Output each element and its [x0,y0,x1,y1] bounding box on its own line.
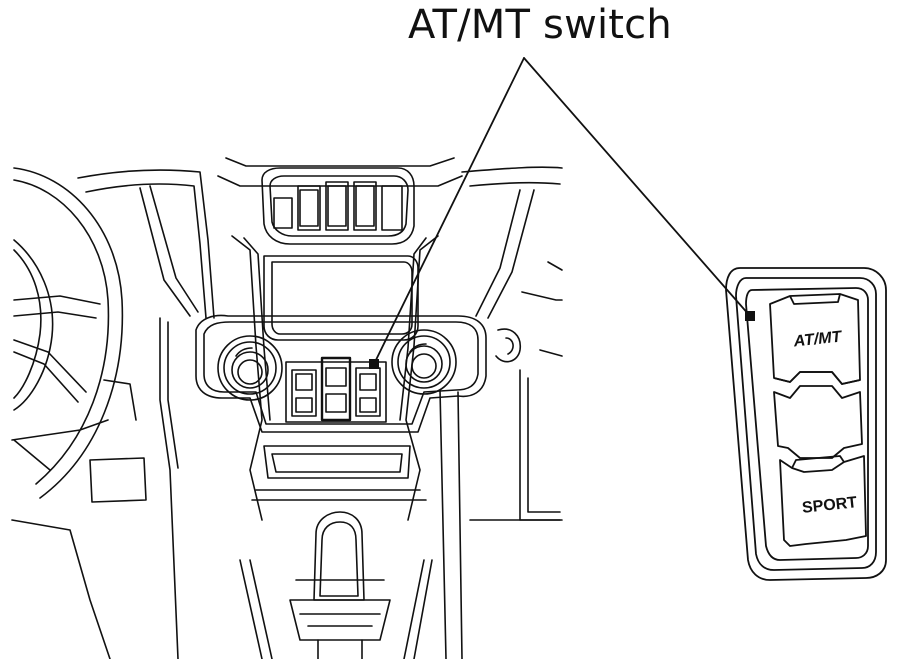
switch-top-label: AT/MT [792,328,843,350]
left-control-knob [217,335,283,401]
center-display [263,255,419,341]
steering-wheel [13,167,124,499]
switch-bottom-label: SPORT [801,494,858,517]
center-switch-bank [285,356,387,423]
switch-detail [725,267,887,581]
callout-leader-lines [373,57,751,365]
callout-marker-detail [745,311,755,321]
callout-marker-center [369,359,379,369]
right-control-knob [391,329,457,395]
dashboard-contours [11,157,563,659]
center-air-vents [261,167,415,245]
center-stack [195,235,487,659]
callout-label: AT/MT switch [408,2,672,48]
gear-shifter [289,511,391,659]
